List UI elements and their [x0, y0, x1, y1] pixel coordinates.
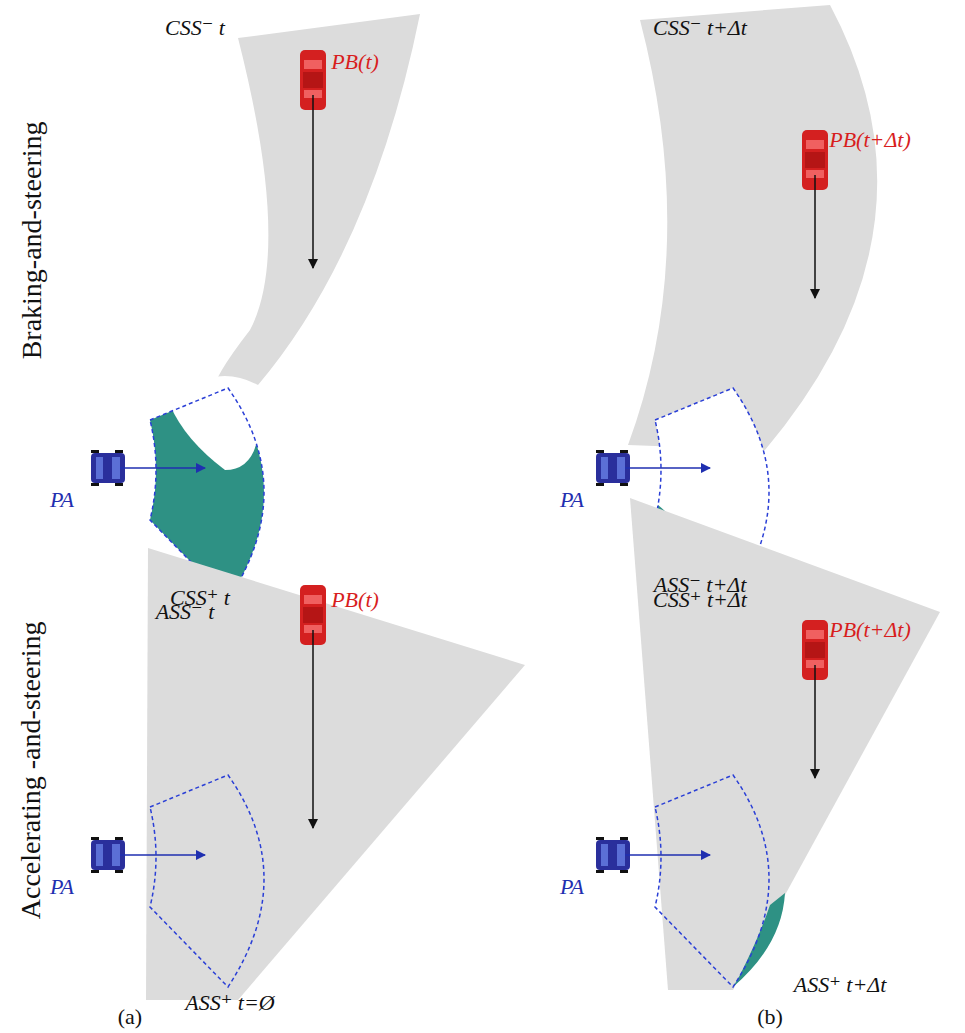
velocity-arrow [625, 467, 710, 469]
vehicle-label: PA [560, 488, 584, 512]
collision-set [213, 14, 421, 398]
row-title: Accelerating -and-steering [17, 621, 48, 919]
set-label: CSS⁺ t [170, 586, 230, 610]
vehicle-a [596, 837, 630, 873]
vehicle-label: PA [50, 488, 74, 512]
set-label: ASS⁺ t=Ø [185, 991, 274, 1015]
row-title: Braking-and-steering [17, 121, 48, 359]
velocity-arrow [120, 467, 205, 469]
set-label: CSS⁺ t+Δt [653, 588, 747, 612]
panel-label: (a) [118, 1005, 142, 1029]
set-label: CSS⁻ t+Δt [653, 16, 747, 40]
vehicle-label: PB(t+Δt) [829, 618, 911, 642]
vehicle-a [596, 450, 630, 486]
vehicle-label: PB(t) [331, 588, 379, 612]
vehicle-a [91, 837, 125, 873]
vehicle-a [91, 450, 125, 486]
reachable-set [150, 775, 264, 987]
set-label: ASS⁺ t+Δt [794, 973, 887, 997]
set-label: CSS⁻ t [165, 16, 225, 40]
velocity-arrow [312, 95, 314, 268]
vehicle-label: PA [560, 875, 584, 899]
velocity-arrow [625, 854, 710, 856]
velocity-arrow [814, 665, 816, 778]
velocity-arrow [814, 175, 816, 298]
collision-set [146, 548, 525, 1000]
velocity-arrow [120, 854, 205, 856]
vehicle-label: PA [50, 875, 74, 899]
reachable-set [655, 775, 769, 987]
velocity-arrow [312, 630, 314, 828]
collision-set [630, 498, 940, 990]
vehicle-label: PB(t) [331, 50, 379, 74]
panel-label: (b) [757, 1005, 783, 1029]
collision-set [628, 5, 877, 450]
vehicle-label: PB(t+Δt) [829, 128, 911, 152]
gap [170, 376, 260, 470]
